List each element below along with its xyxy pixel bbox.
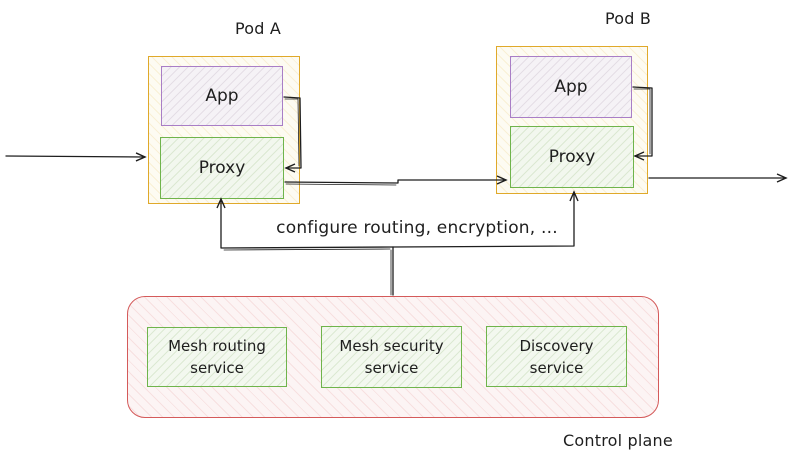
pod-b-app-box: App — [510, 56, 632, 118]
pod-a-app-proxy-link — [283, 96, 302, 173]
service-label-line1: Discovery — [519, 336, 594, 355]
service-box-mesh-security: Mesh security service — [321, 326, 462, 388]
incoming-arrow — [5, 152, 147, 162]
pod-b-title: Pod B — [604, 9, 652, 28]
pod-b-proxy-label: Proxy — [548, 147, 596, 167]
pod-a-proxy-box: Proxy — [160, 137, 284, 199]
service-label-line1: Mesh routing — [168, 337, 266, 355]
config-arrow-pod-a — [216, 197, 394, 249]
service-box-mesh-routing: Mesh routing service — [147, 327, 287, 387]
control-plane-label: Control plane — [563, 431, 673, 450]
pod-b-app-label: App — [554, 77, 588, 97]
pod-a-title: Pod A — [234, 19, 282, 38]
proxy-to-proxy-arrow — [284, 175, 508, 185]
pod-a-app-box: App — [161, 66, 283, 126]
pod-a-app-label: App — [205, 86, 239, 106]
service-label-line2: service — [190, 359, 244, 377]
config-arrow-pod-b — [392, 190, 579, 248]
service-label-line2: service — [364, 359, 419, 377]
pod-b-proxy-box: Proxy — [510, 126, 634, 188]
service-label-line2: service — [529, 358, 584, 377]
pod-a-proxy-label: Proxy — [198, 158, 246, 178]
pod-b-app-proxy-link — [632, 86, 653, 161]
service-box-discovery: Discovery service — [486, 326, 627, 387]
service-label-line1: Mesh security — [339, 337, 444, 355]
config-label: configure routing, encryption, ... — [276, 218, 558, 238]
